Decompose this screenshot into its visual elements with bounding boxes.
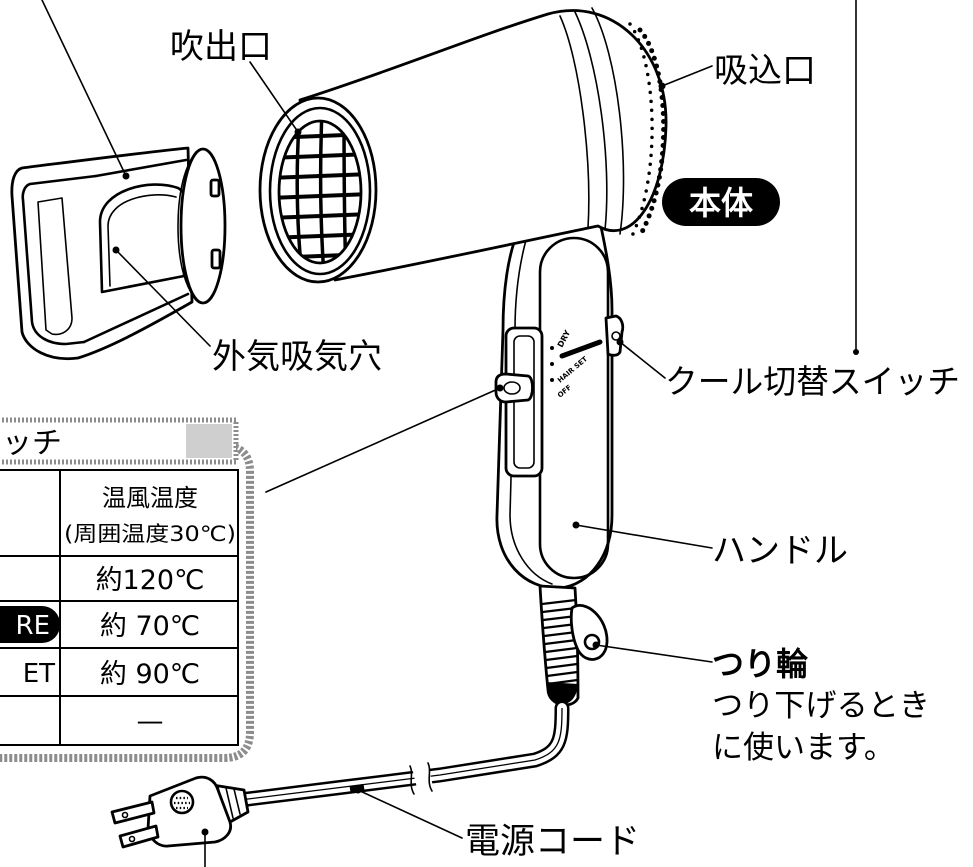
hanging-ring-hole: [583, 633, 601, 651]
leader-dot: [592, 641, 600, 649]
table-header-ambient-note: (周囲温度30℃): [64, 522, 236, 546]
cool-switch-bump: [611, 331, 621, 341]
cord-outer: [232, 700, 570, 808]
leader-dot: [354, 786, 362, 794]
dryer-body: [258, 7, 668, 284]
table-cell-mode: RE: [16, 611, 51, 641]
leader-power-cord: [357, 789, 463, 839]
plug-grip-dots: [174, 796, 190, 810]
cord-break-mark: [427, 762, 433, 792]
nozzle-lower-edge: [82, 292, 190, 344]
label-power-cord: 電源コード: [465, 822, 640, 862]
strain-relief-cap: [546, 682, 578, 705]
table-cell-mode: ET: [23, 659, 55, 689]
label-intake: 吸込口: [714, 51, 816, 91]
strain-relief: [538, 584, 580, 707]
nozzle-attachment: [10, 146, 227, 361]
table-cell-temperature: 約120℃: [96, 565, 205, 596]
nozzle-mouth-slot: [37, 197, 73, 336]
leader-dot: [112, 246, 120, 254]
plug-prong-hole: [121, 811, 129, 819]
leader-cool-switch: [619, 341, 666, 379]
leader-handle: [575, 524, 713, 549]
slide-switch-knob-grip: [503, 381, 521, 395]
nozzle-coupling-rim: [177, 151, 197, 301]
body-badge-background: [662, 178, 780, 226]
strain-relief-rib: [544, 638, 577, 646]
nozzle-coupling-end: [179, 147, 227, 305]
table-header-temperature: 温風温度: [102, 484, 198, 512]
intake-holes: [628, 22, 654, 238]
leader-dot: [201, 828, 209, 836]
rear-cap-seam: [574, 11, 608, 231]
body-badge-label: 本体: [689, 184, 753, 222]
switch-position-dot: [550, 346, 554, 350]
plug-grip-pattern: [169, 789, 195, 815]
plug-prong: [118, 824, 160, 849]
leader-dot: [658, 82, 666, 90]
leader-outlet: [249, 61, 299, 133]
table-tab-shade: [186, 424, 232, 458]
leader-nozzle: [41, 0, 127, 177]
body-badge: 本体: [662, 178, 780, 226]
label-cool-switch: クール切替スイッチ: [665, 362, 960, 401]
slide-switch-knob[interactable]: [494, 372, 534, 404]
strain-relief-rib: [545, 654, 578, 662]
label-outside-air-holes: 外気吸気穴: [212, 337, 382, 377]
intake-holes: [637, 27, 667, 235]
strain-relief-rib: [545, 646, 578, 654]
leader-dot: [616, 338, 624, 346]
leader-air-holes: [115, 249, 211, 347]
switch-dry-bar: [559, 339, 603, 359]
cord-break-gap: [412, 766, 434, 792]
plug-prong-hole: [128, 835, 136, 843]
cord-break-mark: [409, 765, 415, 795]
label-outlet: 吹出口: [170, 27, 272, 67]
switch-position-dot: [550, 362, 554, 366]
nozzle-coupling-tab: [209, 178, 221, 198]
power-plug: [110, 775, 250, 849]
nozzle-upper-edge: [94, 158, 188, 178]
leader-dot: [294, 128, 302, 136]
rear-cap-seam: [591, 7, 625, 235]
leader-lines: [41, 0, 859, 867]
body-cylinder: [298, 9, 668, 282]
leader-dot: [496, 384, 504, 392]
label-hanging-ring-note-line1: つり下げるとき: [712, 688, 930, 724]
leader-intake: [661, 65, 713, 87]
leader-dot: [122, 172, 130, 180]
strain-relief-rib: [546, 670, 578, 678]
strain-relief-rib: [541, 598, 577, 606]
nozzle-coupling-tab: [210, 248, 222, 270]
strain-relief-rib: [546, 662, 578, 670]
switch-temperature-table: ッチ 温風温度 (周囲温度30℃) 約120℃ RE 約 70℃ ET 約 90…: [0, 417, 254, 762]
plug-prong: [110, 800, 156, 825]
handle: DRY HAIR SET OFF: [494, 220, 625, 590]
table-cell-temperature: 約 70℃: [100, 611, 200, 642]
label-handle: ハンドル: [712, 531, 848, 571]
label-hanging-ring-note-line2: に使います。: [712, 730, 895, 766]
leader-hanging-ring: [595, 644, 713, 663]
table-cell-temperature: —: [137, 706, 164, 737]
table-mode-badge: [0, 606, 60, 643]
power-cord: [232, 700, 570, 808]
leader-dot: [853, 349, 859, 355]
leader-dot: [572, 521, 580, 529]
outside-air-hole-inner: [107, 194, 177, 287]
table-grid: [0, 469, 239, 746]
nozzle-mouth-lip: [21, 174, 98, 346]
switch-position-dot: [550, 378, 554, 382]
leader-switch-table: [265, 387, 501, 493]
table-tab-title: ッチ: [2, 426, 62, 461]
outlet-rim-inner: [268, 106, 372, 276]
rear-cap-seam: [559, 15, 590, 229]
label-hanging-ring: つり輪: [712, 645, 808, 683]
table-cell-temperature: 約 90℃: [100, 659, 200, 690]
